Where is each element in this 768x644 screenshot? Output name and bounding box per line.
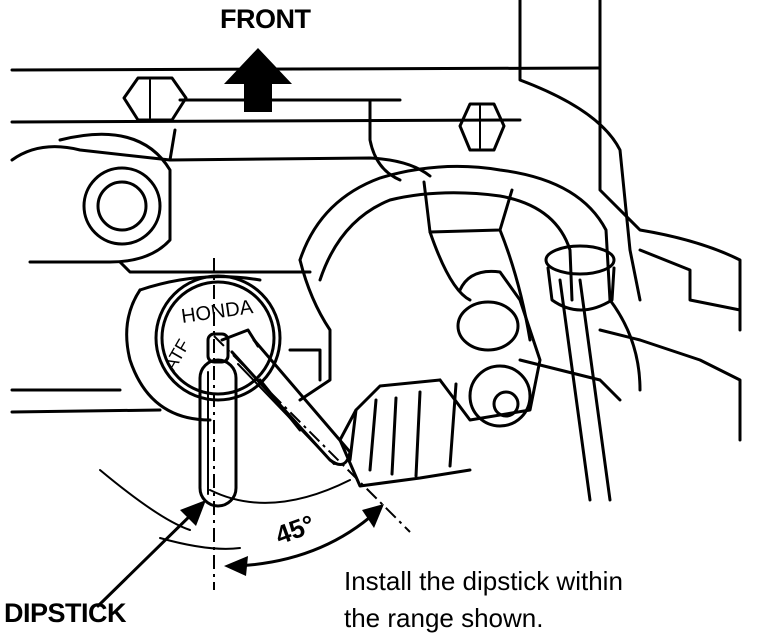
left-bolt [122,76,188,122]
transmission-housing [10,0,742,442]
dipstick-handle [198,332,238,508]
instruction-line-1: Install the dipstick within [344,566,623,596]
dipstick-leader-arrow [96,500,206,608]
angle-arc-arrow [99,469,384,576]
dipstick-label: DIPSTICK [4,598,127,628]
front-arrow [224,48,292,112]
angle-label: 45° [271,509,318,551]
upper-crossbar [10,66,602,124]
mounting-eye [82,166,162,246]
hose-assembly [298,164,642,502]
instruction-line-2: the range shown. [344,603,544,633]
front-label: FRONT [220,4,311,34]
connector-block [338,269,622,488]
cap-brand-text: HONDA [180,296,255,328]
right-bolt [458,102,506,152]
dipstick-cap [154,274,282,402]
range-centerlines [213,258,411,590]
